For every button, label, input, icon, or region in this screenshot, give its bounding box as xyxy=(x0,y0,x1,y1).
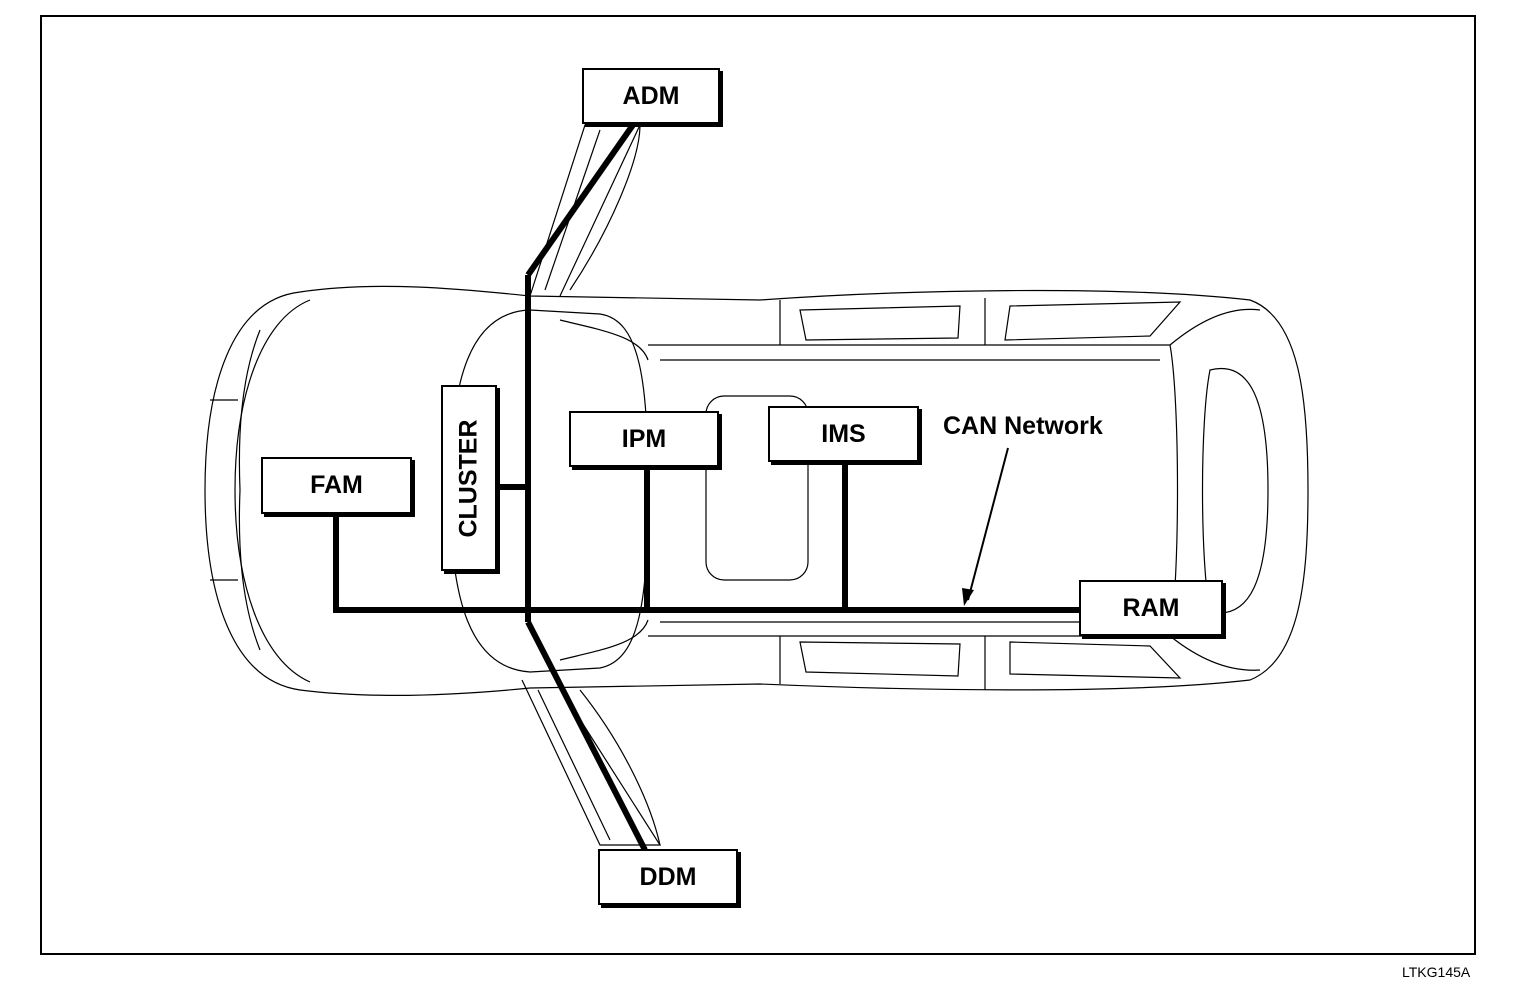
module-ddm-label: DDM xyxy=(639,862,697,891)
module-ims-label: IMS xyxy=(821,419,866,448)
rear-window-outline xyxy=(1201,368,1269,614)
module-ipm: IPM xyxy=(569,411,719,467)
can-bus-ddm-branch xyxy=(525,620,648,852)
side-window-top-2 xyxy=(1004,301,1182,341)
can-network-pointer-arrowhead xyxy=(962,588,974,606)
module-adm-label: ADM xyxy=(622,81,680,110)
can-bus-adm-branch xyxy=(525,120,638,277)
car-body-outline xyxy=(204,285,1309,696)
module-ddm: DDM xyxy=(598,849,738,905)
module-fam-label: FAM xyxy=(310,471,363,499)
side-window-top-1 xyxy=(799,305,961,341)
module-ram-label: RAM xyxy=(1122,593,1180,622)
side-window-bottom-2 xyxy=(1009,641,1182,679)
open-door-bottom xyxy=(521,679,662,846)
open-door-top xyxy=(529,124,641,297)
side-window-bottom-1 xyxy=(799,641,961,677)
module-ram: RAM xyxy=(1079,580,1223,636)
sunroof-outline xyxy=(705,395,809,581)
diagram-frame xyxy=(40,15,1476,955)
module-fam: FAM xyxy=(261,457,412,514)
figure-code: LTKG145A xyxy=(1402,964,1471,980)
module-ipm-label: IPM xyxy=(621,424,667,453)
module-cluster-label: CLUSTER xyxy=(454,418,483,538)
can-network-pointer-line xyxy=(967,447,1009,601)
module-cluster: CLUSTER xyxy=(441,385,497,571)
can-network-label: CAN Network xyxy=(943,412,1103,440)
module-adm: ADM xyxy=(582,68,720,124)
module-ims: IMS xyxy=(768,406,919,462)
